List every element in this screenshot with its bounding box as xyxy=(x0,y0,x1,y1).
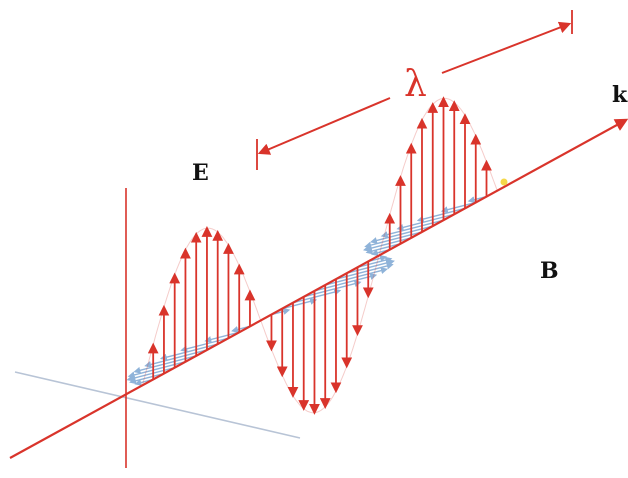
node-highlight xyxy=(500,178,508,186)
wavevector-label: k xyxy=(612,82,628,108)
horizontal-axis xyxy=(14,371,301,439)
wavelength-label: λ xyxy=(404,64,427,105)
magnetic-vector xyxy=(363,237,412,252)
coordinate-axes xyxy=(14,188,301,468)
electric-field-vectors xyxy=(141,96,498,415)
magnetic-vector xyxy=(303,280,362,298)
magnetic-vector xyxy=(180,337,229,353)
magnetic-vector xyxy=(346,259,395,274)
magnetic-vector xyxy=(126,366,175,382)
magnetic-vector xyxy=(292,288,342,304)
magnetic-vector xyxy=(396,213,455,231)
magnetic-vector xyxy=(204,331,240,343)
wavelength-arrow-right xyxy=(441,21,572,74)
magnetic-vector xyxy=(129,372,165,385)
wavelength-arrow-left xyxy=(257,97,391,155)
magnetic-vector xyxy=(159,343,218,361)
electric-field-label: E xyxy=(192,160,209,186)
magnetic-vector xyxy=(127,361,186,379)
magnetic-vector xyxy=(335,262,394,280)
magnetic-vector xyxy=(282,297,318,310)
propagation-axis xyxy=(9,118,628,459)
magnetic-vector xyxy=(365,243,401,255)
magnetic-vector xyxy=(416,207,466,223)
magnetic-vector xyxy=(440,201,476,214)
electric-envelope xyxy=(141,97,498,414)
wavelength-indicator: λ xyxy=(256,10,573,170)
magnetic-vector xyxy=(364,231,423,249)
magnetic-field-label: B xyxy=(540,258,559,284)
